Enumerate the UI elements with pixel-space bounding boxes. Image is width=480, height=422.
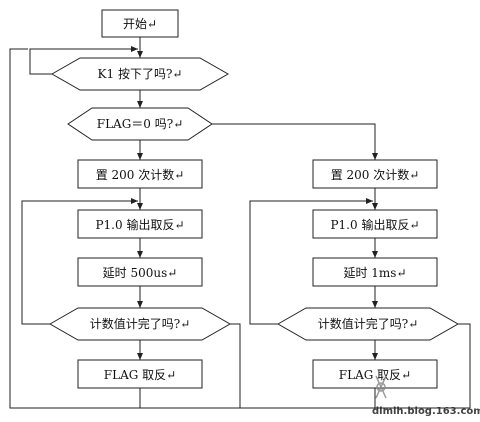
node-p10-left: P1.0 输出取反↵ [77,209,203,239]
watermark: dlmlh.blog.163.com [372,375,480,417]
node-p10-right: P1.0 输出取反↵ [312,209,438,239]
node-flag-toggle-right: FLAG 取反↵ [312,359,438,389]
connectors [9,37,471,409]
node-count-done-left: 计数值计完了吗?↵ [48,307,232,341]
node-flag-decision: FLAG＝0 吗?↵ [67,107,213,141]
node-count-done-right-label: 计数值计完了吗?↵ [318,316,419,331]
node-delay-left: 延时 500us↵ [77,257,203,287]
node-flag-label: FLAG＝0 吗?↵ [97,117,184,131]
node-p10-right-label: P1.0 输出取反↵ [330,217,419,232]
watermark-site: dlmlh.blog.163.com [372,406,480,417]
node-flag-toggle-left: FLAG 取反↵ [77,359,203,389]
node-flag-toggle-left-label: FLAG 取反↵ [104,368,176,382]
node-flag-toggle-right-label: FLAG 取反↵ [339,368,411,382]
node-delay-left-label: 延时 500us↵ [103,266,178,280]
node-count-done-right: 计数值计完了吗?↵ [276,307,460,341]
node-count-done-left-label: 计数值计完了吗?↵ [90,316,191,331]
node-set-count-right-label: 置 200 次计数↵ [331,167,420,182]
node-set-count-left-label: 置 200 次计数↵ [96,167,185,182]
node-k1-decision: K1 按下了吗?↵ [50,57,230,91]
node-p10-left-label: P1.0 输出取反↵ [95,217,184,232]
edge-k1-no-loop [29,46,138,75]
edge-right-check-side [458,323,471,408]
node-delay-right: 延时 1ms↵ [312,257,438,287]
node-k1-label: K1 按下了吗?↵ [98,67,183,81]
node-start-label: 开始↵ [123,17,157,31]
edge-left-check-side [230,323,241,408]
edge-left-check-loop [21,198,138,325]
node-set-count-right: 置 200 次计数↵ [312,159,438,189]
node-delay-right-label: 延时 1ms↵ [343,266,406,280]
edge-flag-right [210,123,378,160]
node-start: 开始↵ [101,9,179,38]
node-set-count-left: 置 200 次计数↵ [77,159,203,189]
watermark-logo-icon [375,375,387,399]
edge-right-check-loop [249,198,373,325]
